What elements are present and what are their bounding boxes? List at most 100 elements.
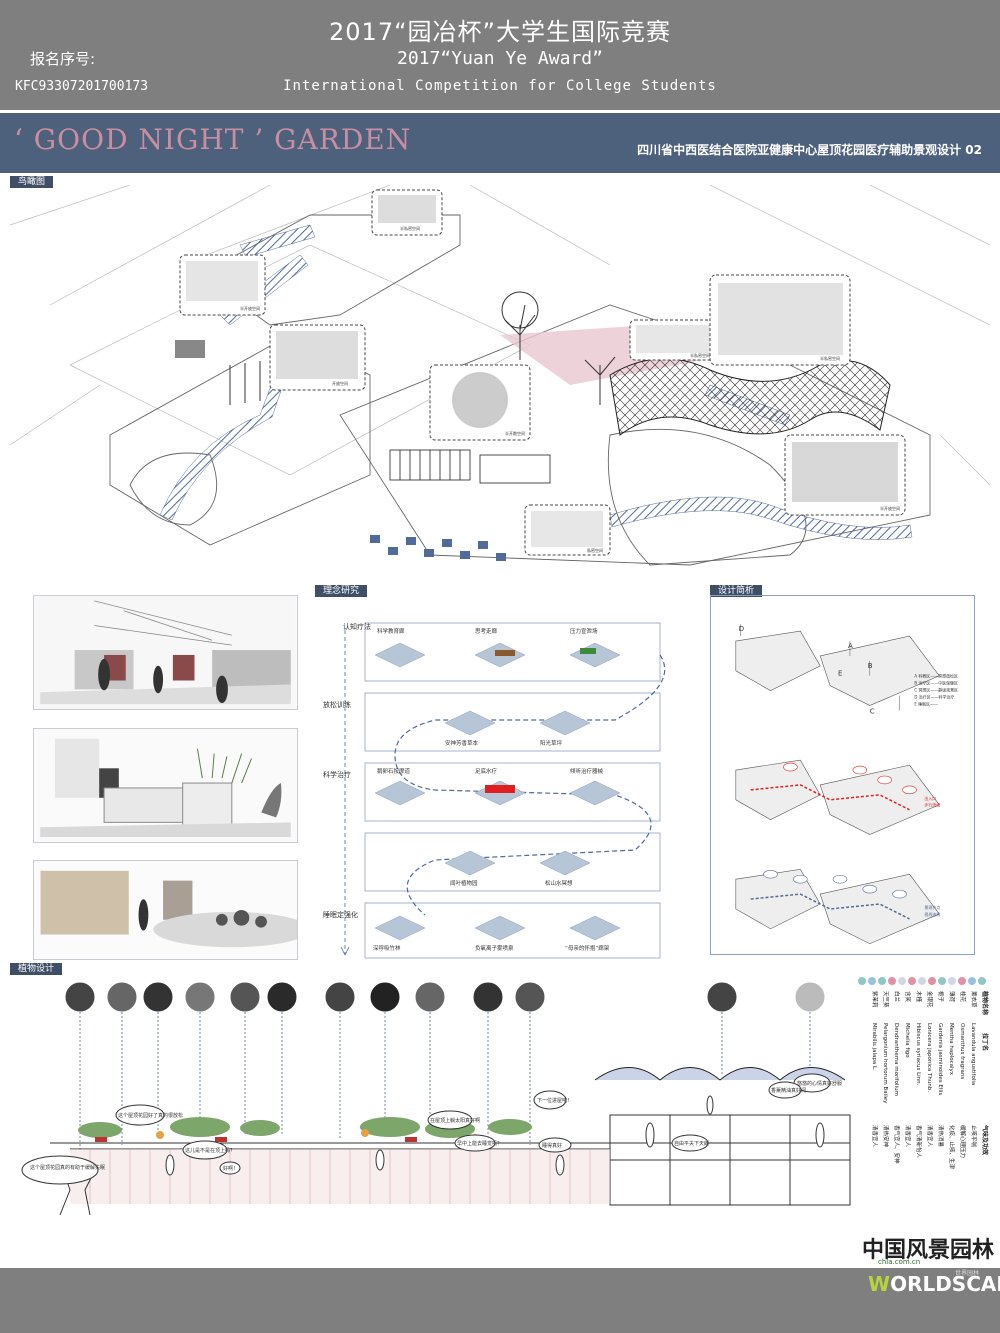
svg-text:开放空间: 开放空间 [332,380,348,386]
plant-effect: 清香宜人 [904,1125,912,1148]
plant-table: 植物名称 拉丁名 气味及功效 薰衣草 Lavandula angustifoli… [855,975,990,1190]
plant-effect: 化痰、止咳、生津 [948,1125,956,1170]
zone-label: D [739,625,744,633]
legend-text: C 冥想区——静谧观景区 [914,688,958,693]
aerial-bubble: 私密空间 [524,504,611,556]
analysis-drawing: D A B C E A 科教区——冥想放松区 B 治疗区——中医保健区 C 冥想… [735,624,958,945]
project-title: ‘ GOOD NIGHT ’ GARDEN [14,123,412,156]
plant-latin: Gardenia jasminoides Ellis [937,1023,943,1095]
plant-effect: 清香宜人 [871,1125,879,1148]
competition-title-cn: 2017“园冶杯”大学生国际竞赛 [329,18,671,46]
section-tag-aerial: 鸟瞰图 [10,176,54,188]
speech-bubble: 好啊！ [219,1161,241,1175]
aerial-bubble: 半私密空间 [629,319,721,361]
red-planters [95,1137,417,1142]
legend-text: 步行流线 [924,803,940,808]
legend-text: 景观节点 [924,905,940,910]
concept-item: 压力宣泄场 [570,627,598,635]
plant-photo-row [64,981,826,1013]
stepping-stones [370,535,506,561]
plant-name: 木槿 [915,991,923,1003]
zone-label: A [848,642,853,650]
svg-text:悠悠的心情真好舒服: 悠悠的心情真好舒服 [797,1080,842,1087]
plant-latin: Dendranthema morifolium [893,1023,899,1096]
legend-text: 视线流线 [924,912,940,917]
registration-number: KFC93307201700173 [15,79,149,94]
svg-text:半开放空间: 半开放空间 [240,305,260,311]
perspective-2-drawing [35,729,296,842]
worldscape-initial: W [868,1272,891,1296]
concept-stage: 睡眠定强化 [323,910,358,919]
speech-bubbles: 这个屋顶花园真的有助于缓解失眠 这个屋顶花园好了真的很放松 这儿是不是在顶上吗？… [21,1073,842,1185]
registration-label: 报名序号: [30,50,96,68]
concept-item: 足底水疗 [475,767,498,775]
zone-label: C [870,707,875,715]
plant-callout-lines [79,1012,811,1150]
plant-name: 紫茉莉 [871,991,879,1008]
project-title-band: ‘ GOOD NIGHT ’ GARDEN 四川省中西医结合医院亚健康中心屋顶花… [0,113,1000,173]
plant-effect: 止咳平喘 [970,1125,978,1148]
svg-text:这个屋顶花园好了真的很放松: 这个屋顶花园好了真的很放松 [118,1112,183,1119]
red-element [485,785,515,793]
plant-latin: Mirabilis jalapa L. [871,1023,877,1071]
speech-bubble: 这儿是不是在顶上吗？ [182,1140,235,1160]
aerial-bubbles: 半私密空间 半开放空间 开放空间 半开敞空间 半私密空间 [179,189,906,556]
concept-item: 鹅卵石按摩道 [377,767,411,775]
svg-text:私密空间: 私密空间 [587,547,603,553]
svg-text:香薰精油真好闻: 香薰精油真好闻 [771,1087,806,1094]
pergola-structures [389,449,551,484]
aerial-bubble: 半私密空间 [709,274,851,366]
plant-name: 天竺葵 [882,991,890,1008]
project-subtitle: 四川省中西医结合医院亚健康中心屋顶花园医疗辅助景观设计 02 [637,143,982,157]
speech-bubble: 睡得真好 [538,1137,572,1153]
speech-bubble: 下一位进屋吧！ [533,1090,572,1110]
competition-title-en: 2017“Yuan Ye Award” [397,48,603,69]
concept-item: “母亲的怀抱”廊架 [565,944,610,952]
plant-name: 白兰 [893,991,901,1003]
concept-item: 深呼吸竹林 [373,944,401,952]
structure-band [70,1149,610,1204]
concept-stage: 放松训练 [323,700,351,709]
planting-section: 这个屋顶花园真的有助于缓解失眠 这个屋顶花园好了真的很放松 这儿是不是在顶上吗？… [10,965,990,1265]
svg-text:半开放空间: 半开放空间 [880,505,900,511]
speech-bubble: 在屋顶上躺太阳真好啊 [427,1110,480,1130]
tree-sketches [229,291,616,405]
svg-text:睡得真好: 睡得真好 [542,1142,562,1149]
perspective-1-drawing [35,596,296,709]
section-tag-planting: 植物设计 [10,963,63,975]
competition-header: 2017“园冶杯”大学生国际竞赛 报名序号: 2017“Yuan Ye Awar… [0,0,1000,110]
svg-text:自由平夫下天朗: 自由平夫下天朗 [674,1140,709,1147]
svg-text:在屋顶上躺太阳真好啊: 在屋顶上躺太阳真好啊 [430,1117,480,1124]
svg-text:这儿是不是在顶上吗？: 这儿是不是在顶上吗？ [185,1147,235,1154]
design-analysis-panel: D A B C E A 科教区——冥想放松区 B 治疗区——中医保健区 C 冥想… [710,595,975,955]
table-header: 气味及功效 [981,1124,989,1155]
aerial-bubble: 开放空间 [269,324,366,391]
svg-text:半私密空间: 半私密空间 [820,355,840,361]
plant-effect: 清热消暑 [937,1125,945,1148]
svg-text:半私密空间: 半私密空间 [690,352,710,358]
brown-element [495,650,515,656]
red-flow-line [750,784,910,811]
svg-text:半开敞空间: 半开敞空间 [505,430,525,436]
worldscape-sub: 世界园林 [955,1270,980,1277]
plant-name: 金银花 [926,991,934,1008]
zone-label: B [868,662,873,670]
concept-diagram: 认知疗法 放松训练 科学治疗 睡眠定强化 科学教育廊 思考走廊 压力宣泄场 安神… [315,595,700,960]
plant-effect: 香气宜人、安神 [893,1125,901,1164]
svg-text:早中上能去睡觉吗？: 早中上能去睡觉吗？ [457,1140,502,1147]
planting-drawing: 这个屋顶花园真的有助于缓解失眠 这个屋顶花园好了真的很放松 这儿是不是在顶上吗？… [21,981,851,1216]
perspective-3 [33,860,311,960]
legend-text: D 治疗区——科学治疗 [914,695,954,700]
aerial-bubble: 半开放空间 [179,254,266,316]
concept-stage: 科学治疗 [323,770,351,779]
blue-flow-line [750,893,910,920]
perspective-1 [33,595,298,710]
gazebo [175,340,205,358]
section-tag-analysis: 设计简析 [710,585,763,597]
shade-canopy [609,358,891,436]
speech-bubble: 自由平夫下天朗 [671,1134,709,1152]
table-header: 拉丁名 [981,1033,989,1051]
aerial-bubble: 半开敞空间 [429,364,531,441]
concept-stage: 认知疗法 [343,622,371,631]
section-tag-concept: 理念研究 [315,585,368,597]
